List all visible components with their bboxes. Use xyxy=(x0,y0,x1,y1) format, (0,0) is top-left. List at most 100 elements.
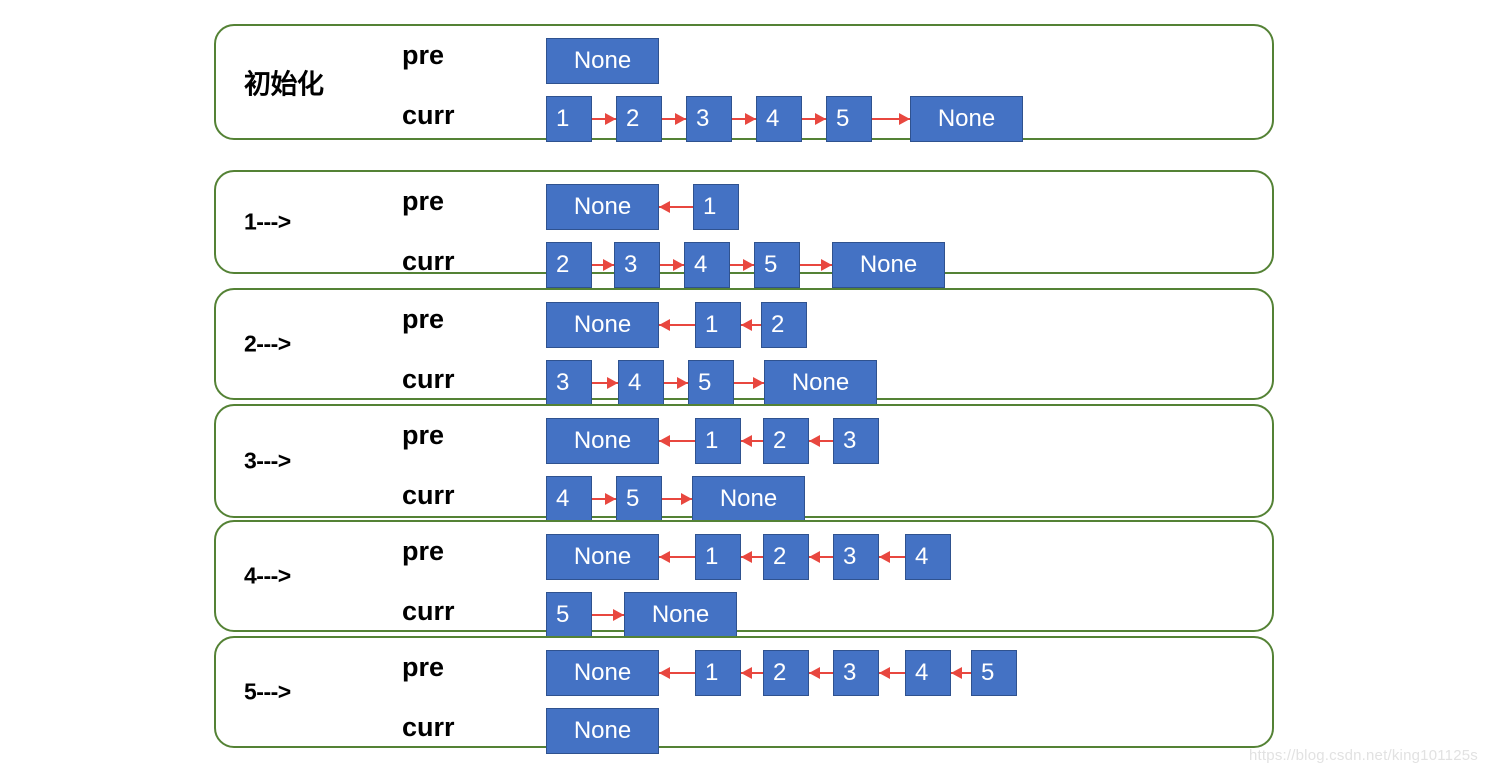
arrow-right-curr-step-4-1 xyxy=(592,592,624,638)
arrow-shaft xyxy=(809,672,833,674)
arrow-shaft xyxy=(662,498,692,500)
arrow-head xyxy=(879,667,890,679)
var-label-pre-step-3: pre xyxy=(402,420,445,450)
arrow-head xyxy=(815,113,826,125)
chain-curr-step-5: None xyxy=(546,708,659,754)
node-2-pre-step-3: 2 xyxy=(763,418,809,464)
arrow-right-curr-step-1-3 xyxy=(730,242,754,288)
node-none-pre-step-1: None xyxy=(546,184,659,230)
arrow-right-curr-init-1 xyxy=(592,96,616,142)
arrow-head xyxy=(741,319,752,331)
arrow-left-pre-step-5-3 xyxy=(809,650,833,696)
node-none-curr-init: None xyxy=(910,96,1023,142)
arrow-left-pre-step-3-2 xyxy=(741,418,763,464)
arrow-left-pre-step-4-1 xyxy=(659,534,695,580)
node-4-curr-step-2: 4 xyxy=(618,360,664,406)
arrow-shaft xyxy=(734,382,764,384)
node-3-pre-step-3: 3 xyxy=(833,418,879,464)
step-label-step-1: 1---> xyxy=(244,208,291,235)
arrow-right-curr-step-2-3 xyxy=(734,360,764,406)
node-none-curr-step-4: None xyxy=(624,592,737,638)
arrow-head xyxy=(605,493,616,505)
arrow-head xyxy=(809,435,820,447)
step-label-step-4: 4---> xyxy=(244,562,291,589)
node-none-curr-step-1: None xyxy=(832,242,945,288)
node-1-pre-step-3: 1 xyxy=(695,418,741,464)
arrow-shaft xyxy=(741,556,763,558)
arrow-head xyxy=(743,259,754,271)
arrow-left-pre-step-3-1 xyxy=(659,418,695,464)
node-4-curr-step-3: 4 xyxy=(546,476,592,522)
node-5-curr-init: 5 xyxy=(826,96,872,142)
node-5-curr-step-4: 5 xyxy=(546,592,592,638)
arrow-head xyxy=(741,551,752,563)
arrow-head xyxy=(821,259,832,271)
var-label-curr-step-2: curr xyxy=(402,364,455,394)
arrow-shaft xyxy=(660,264,684,266)
arrow-shaft xyxy=(879,672,905,674)
node-4-curr-init: 4 xyxy=(756,96,802,142)
node-5-pre-step-5: 5 xyxy=(971,650,1017,696)
var-label-curr-step-5: curr xyxy=(402,712,455,742)
arrow-shaft xyxy=(659,440,695,442)
node-2-pre-step-4: 2 xyxy=(763,534,809,580)
arrow-head xyxy=(673,259,684,271)
node-3-curr-step-2: 3 xyxy=(546,360,592,406)
arrow-left-pre-step-5-1 xyxy=(659,650,695,696)
arrow-shaft xyxy=(809,440,833,442)
arrow-shaft xyxy=(872,118,910,120)
node-none-pre-step-5: None xyxy=(546,650,659,696)
arrow-shaft xyxy=(664,382,688,384)
arrow-right-curr-step-3-2 xyxy=(662,476,692,522)
node-2-curr-step-1: 2 xyxy=(546,242,592,288)
arrow-head xyxy=(659,667,670,679)
arrow-shaft xyxy=(659,672,695,674)
arrow-left-pre-step-3-3 xyxy=(809,418,833,464)
arrow-right-curr-init-3 xyxy=(732,96,756,142)
node-1-pre-step-5: 1 xyxy=(695,650,741,696)
node-2-pre-step-2: 2 xyxy=(761,302,807,348)
arrow-right-curr-step-1-4 xyxy=(800,242,832,288)
node-5-curr-step-2: 5 xyxy=(688,360,734,406)
arrow-head xyxy=(659,319,670,331)
arrow-right-curr-step-2-2 xyxy=(664,360,688,406)
node-4-pre-step-5: 4 xyxy=(905,650,951,696)
var-label-curr-init: curr xyxy=(402,100,455,130)
node-none-pre-step-4: None xyxy=(546,534,659,580)
node-5-curr-step-1: 5 xyxy=(754,242,800,288)
arrow-shaft xyxy=(879,556,905,558)
var-label-pre-init: pre xyxy=(402,40,445,70)
arrow-right-curr-step-2-1 xyxy=(592,360,618,406)
arrow-head xyxy=(675,113,686,125)
node-4-curr-step-1: 4 xyxy=(684,242,730,288)
arrow-head xyxy=(603,259,614,271)
var-label-pre-step-2: pre xyxy=(402,304,445,334)
arrow-head xyxy=(659,435,670,447)
step-label-init: 初始化 xyxy=(244,69,324,100)
arrow-head xyxy=(741,667,752,679)
arrow-shaft xyxy=(592,118,616,120)
arrow-head xyxy=(659,201,670,213)
arrow-head xyxy=(879,551,890,563)
chain-pre-init: None xyxy=(546,38,659,84)
arrow-head xyxy=(899,113,910,125)
arrow-left-pre-step-4-4 xyxy=(879,534,905,580)
step-label-step-2: 2---> xyxy=(244,330,291,357)
arrow-right-curr-init-2 xyxy=(662,96,686,142)
node-5-curr-step-3: 5 xyxy=(616,476,662,522)
arrow-right-curr-init-4 xyxy=(802,96,826,142)
arrow-right-curr-step-1-1 xyxy=(592,242,614,288)
arrow-shaft xyxy=(592,382,618,384)
var-label-pre-step-1: pre xyxy=(402,186,445,216)
